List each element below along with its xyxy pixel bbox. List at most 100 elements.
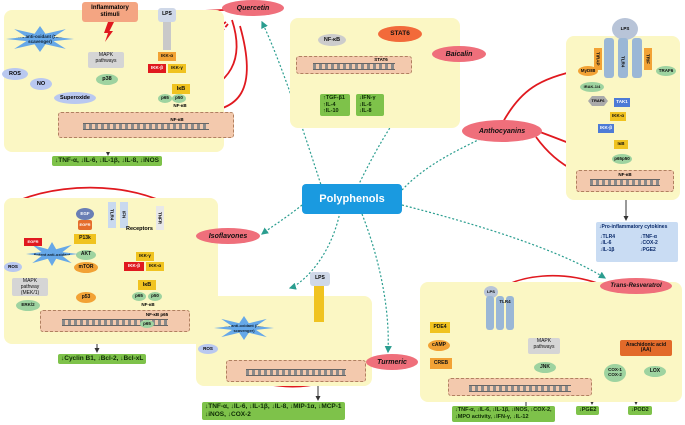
p13k-node: P13k — [74, 234, 96, 244]
aa-node: Arachidonic acid (AA) — [620, 340, 672, 356]
ikb-iso: IκB — [138, 280, 156, 290]
p65p50-antho: p65p50 — [612, 154, 632, 164]
p50-node: p50 — [172, 94, 186, 103]
dna-isoflavones — [40, 310, 190, 332]
connector-isoflavones — [261, 204, 303, 235]
traf6-node: TRAF6 — [588, 96, 608, 106]
quercetin-result: ↓TNF-α, ↓IL-6, ↓IL-1β, ↓IL-8, ↓iNOS — [52, 156, 163, 166]
ikb-antho: IκB — [614, 140, 628, 149]
tnfr-receptor-iso: TNFR — [156, 206, 164, 230]
p38-node: p38 — [96, 74, 118, 85]
anthocyanins-result-right: ↓TNF-α ↓COX-2 ↓PGE2 — [640, 234, 658, 253]
p65-nucleus: p65 — [140, 320, 154, 328]
ikk-beta-antho: IKK-β — [598, 124, 614, 133]
connector-anthocyanins — [401, 129, 500, 191]
tirap-label: TIRAP — [594, 48, 602, 70]
quercetin-ellipse: Quercetin — [222, 0, 284, 16]
turmeric-ros: ROS — [198, 344, 218, 354]
turmeric-receptor — [314, 286, 324, 322]
baicalin-result-down: ↓IFN-γ ↓IL-6 ↓IL-8 — [356, 94, 384, 116]
connector-resveratrol — [401, 204, 607, 279]
isoflavones-ellipse: Isoflavones — [196, 228, 260, 244]
lps-label: LPS — [158, 8, 176, 22]
dna-resveratrol — [448, 378, 592, 396]
nfkb-antho: NF-κB — [618, 171, 632, 177]
tlr4-receptor-c — [632, 38, 642, 78]
anthocyanins-result-title: ↓Pro-inflammatory cytokines — [599, 224, 668, 230]
ikk-beta-iso: IKK-β — [124, 262, 144, 271]
receptors-label: Receptors — [126, 226, 153, 232]
camp-node: cAMP — [428, 340, 450, 351]
mapk-node: MAPK pathways — [88, 52, 124, 68]
ifn-receptor-iso: IFN — [120, 202, 128, 228]
ikk-gamma-iso: IKK-γ — [136, 252, 154, 261]
dna-anthocyanins — [576, 170, 674, 192]
resveratrol-tlr4: TLR4 — [499, 298, 511, 304]
erk-node: ERK/2 — [16, 300, 40, 311]
ikk-alpha: IKK-α — [158, 52, 176, 61]
connector-turmeric-dashed — [288, 211, 341, 290]
trif-label: TRIF — [644, 48, 652, 70]
pde4-node: PDE4 — [430, 322, 450, 333]
dna-turmeric — [226, 360, 366, 382]
myd88-node: MyD88 — [578, 66, 598, 76]
isoflavones-result: ↓Cyclin B1, ↓Bcl-2, ↓Bcl-xL — [58, 354, 147, 364]
egfr-node: EGFR — [78, 220, 92, 230]
resveratrol-pge2: ↓PGE2 — [576, 406, 600, 415]
tak1-node: TAK1 — [614, 98, 630, 107]
p65-node: p65 — [158, 94, 172, 103]
dna-baicalin — [296, 56, 412, 74]
anthocyanins-result-box: ↓Pro-inflammatory cytokines ↓TLR4 ↓IL-6 … — [596, 222, 678, 262]
nfkb-label: NF-κB — [173, 103, 187, 109]
resv-receptor-b — [496, 296, 504, 330]
resveratrol-lps: LPS — [484, 286, 498, 298]
lox-node: LOX — [644, 366, 666, 377]
irak-node: IRAK-1/4 — [580, 82, 604, 92]
no-node: NO — [30, 78, 52, 90]
tlr4-receptor-b — [618, 38, 628, 78]
baicalin-result-up: ↑TGF-β1 ↑IL-4 ↑IL-10 — [320, 94, 350, 116]
baicalin-nfkb: NF-κB — [318, 34, 346, 46]
baicalin-ellipse: Baicalin — [432, 46, 486, 62]
ros-node: ROS — [2, 68, 28, 80]
nfkb-nucleus-label: NF-κB — [170, 116, 184, 122]
trans-resveratrol-ellipse: Trans-Resveratrol — [600, 278, 672, 294]
tlr4-label: TLR4 — [620, 56, 626, 68]
inflammatory-stimuli: Inflammatory stimuli — [82, 2, 138, 22]
anthocyanins-result-left: ↓TLR4 ↓IL-6 ↓IL-1β — [600, 234, 615, 253]
stat6-node: STAT6 — [378, 26, 422, 42]
antioxidant-star: Potent anti-oxidant (Radical scavenger) — [6, 26, 74, 52]
ikb-node: IκB — [172, 84, 190, 94]
tlr4-receptor-a — [604, 38, 614, 78]
nfkb-iso: NF-κB — [141, 301, 155, 307]
connector-quercetin — [261, 20, 323, 189]
polyphenols-center: Polyphenols — [302, 184, 402, 214]
lightning-icon — [104, 22, 114, 42]
resv-receptor-a — [486, 296, 494, 330]
jnk-node: JNK — [534, 362, 556, 373]
turmeric-result: ↓TNF-α, ↓IL-6, ↓IL-1β, ↓IL-8, ↓MIP-1α, ↓… — [202, 402, 345, 420]
anthocyanins-ellipse: Anthocyanins — [462, 120, 542, 142]
receptor-icon — [163, 22, 171, 50]
connector-turmeric — [361, 213, 392, 354]
tlr4-receptor-iso: TLR4 — [108, 202, 116, 228]
akt-node: AKT — [76, 250, 96, 260]
p50-iso: p50 — [148, 292, 162, 301]
isoflavones-egfr-red: EGFR — [24, 238, 42, 246]
p65-iso: p65 — [132, 292, 146, 301]
resv-receptor-c — [506, 296, 514, 330]
isoflavones-antioxidant: Potent anti-oxidant — [26, 242, 78, 266]
traf6-right: TRAF6 — [656, 66, 676, 76]
nfkb-p65-label: NF-κB p65 — [145, 311, 169, 317]
p53-node: p53 — [76, 292, 96, 303]
dna-quercetin — [58, 112, 234, 138]
anthocyanins-lps: LPS — [612, 18, 638, 40]
stat6-small-label: STAT6 — [374, 56, 388, 62]
superoxide-node: Superoxide — [54, 92, 96, 104]
mtor-node: mTOR — [74, 262, 98, 273]
egf-node: EGF — [76, 208, 94, 220]
resveratrol-mapk: MAPK pathways — [528, 338, 560, 354]
creb-node: CREB — [430, 358, 452, 369]
turmeric-ellipse: Turmeric — [366, 354, 418, 370]
